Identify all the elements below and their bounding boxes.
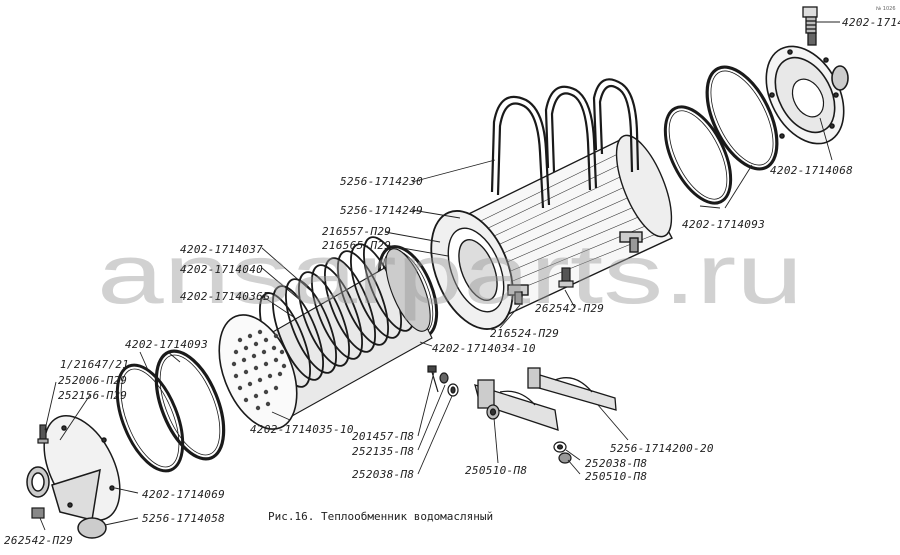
label-4202-1714034-10: 4202-1714034-10 — [432, 342, 536, 355]
label-250510-p8-right: 250510-П8 — [585, 470, 647, 483]
left-cover-bolt — [37, 424, 49, 444]
label-252006-p29: 252006-П29 — [58, 374, 127, 387]
label-250510-p8-left: 250510-П8 — [465, 464, 527, 477]
label-5256-1714200-20: 5256-1714200-20 — [610, 442, 714, 455]
label-1-21647-21: 1/21647/21 — [60, 358, 129, 371]
part-labels: 4202-1714099 4202-1714068 4202-1714093 5… — [4, 16, 900, 547]
label-262542-p29-bottom: 262542-П29 — [4, 534, 73, 547]
label-4202-1714093-right: 4202-1714093 — [682, 218, 765, 231]
label-4202-1714037: 4202-1714037 — [180, 243, 263, 256]
label-252156-p29: 252156-П29 — [58, 389, 127, 402]
left-drain-plug — [31, 507, 45, 519]
left-cover — [26, 414, 121, 539]
drain-cock — [558, 267, 574, 288]
u-tubes — [490, 78, 640, 209]
label-5256-1714058: 5256-1714058 — [142, 512, 225, 525]
label-4202-1714069: 4202-1714069 — [142, 488, 225, 501]
drain-plug-fitting — [802, 6, 818, 46]
label-216524-p29: 216524-П29 — [490, 327, 559, 340]
washer-252038-left — [447, 383, 459, 397]
label-4202-1714036b: 4202-1714036Б — [180, 290, 270, 303]
mounting-bracket-front — [474, 379, 559, 431]
label-252038-p8-left: 252038-П8 — [352, 468, 414, 481]
label-216557-p29: 216557-П29 — [322, 225, 391, 238]
watermark-text: ansarparts.ru — [97, 227, 803, 321]
label-5256-1714230: 5256-1714230 — [340, 175, 423, 188]
label-4202-1714040: 4202-1714040 — [180, 263, 263, 276]
label-4202-1714068: 4202-1714068 — [770, 164, 853, 177]
nut-250510-left — [486, 404, 500, 420]
label-201457-p8: 201457-П8 — [352, 430, 414, 443]
label-4202-1714035-10: 4202-1714035-10 — [250, 423, 354, 436]
right-cover-flange — [765, 45, 849, 145]
corner-mark: № 1026 — [876, 6, 896, 12]
right-gasket-outer — [705, 65, 779, 171]
label-5256-1714249: 5256-1714249 — [340, 204, 423, 217]
label-4202-1714093-left: 4202-1714093 — [125, 338, 208, 351]
figure-caption: Рис.16. Теплообменник водомасляный — [268, 510, 493, 523]
washer-252038-right — [553, 441, 567, 453]
right-gasket-inner — [663, 105, 733, 205]
tube-plate — [218, 314, 298, 430]
bolt-201457 — [427, 365, 439, 393]
washer-252135 — [439, 372, 449, 384]
label-262542-p29-top: 262542-П29 — [535, 302, 604, 315]
left-gasket-inner — [115, 363, 185, 473]
label-4202-1714099: 4202-1714099 — [842, 16, 900, 29]
label-252038-p8-right: 252038-П8 — [585, 457, 647, 470]
label-216565-p29: 216565-П29 — [322, 239, 391, 252]
label-252135-p8: 252135-П8 — [352, 445, 414, 458]
leader-lines — [39, 21, 840, 531]
heat-exchanger-housing — [430, 134, 673, 330]
mounting-bracket-rear — [527, 367, 617, 411]
